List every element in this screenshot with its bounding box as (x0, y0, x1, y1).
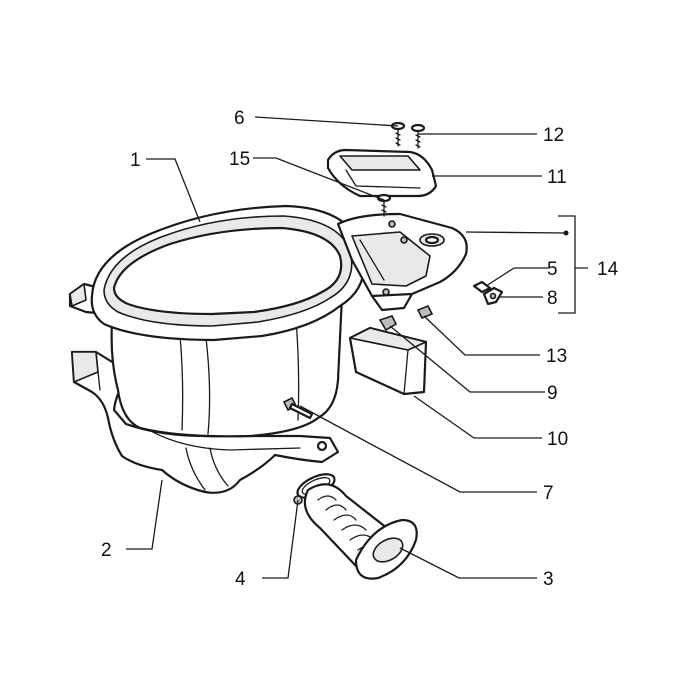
part-nut-8 (482, 286, 504, 306)
leader-13 (423, 315, 540, 356)
leader-15 (253, 157, 385, 201)
part-screw-12 (410, 123, 426, 149)
part-clip-9 (378, 315, 398, 332)
part-lid (326, 148, 438, 198)
leader-14-bracket (558, 215, 588, 314)
callout-2: 2 (101, 540, 112, 561)
leader-14-dot (563, 230, 569, 236)
part-bellows-hose (303, 483, 418, 580)
callout-7: 7 (543, 483, 554, 504)
callout-5: 5 (547, 259, 558, 280)
leader-14-pointer (465, 231, 567, 234)
leader-9 (389, 325, 545, 393)
part-helmet-bucket (68, 204, 366, 438)
part-screw-6 (390, 121, 406, 147)
callout-12: 12 (543, 125, 564, 146)
leader-7 (299, 405, 537, 493)
callout-13: 13 (546, 346, 567, 367)
leader-2 (126, 479, 163, 550)
callout-1: 1 (130, 150, 141, 171)
callout-3: 3 (543, 569, 554, 590)
leader-4 (262, 499, 299, 579)
callout-6: 6 (234, 108, 245, 129)
callout-10: 10 (547, 429, 568, 450)
leader-1 (146, 158, 201, 223)
leader-lines (126, 116, 588, 579)
part-pin-5 (472, 280, 492, 294)
part-bolt-7 (282, 396, 314, 420)
leader-3 (399, 547, 537, 579)
callout-9: 9 (547, 383, 558, 404)
callout-11: 11 (547, 167, 567, 188)
callout-14: 14 (597, 259, 619, 280)
leader-6 (254, 116, 399, 127)
callout-4: 4 (235, 569, 246, 590)
leader-10 (413, 395, 542, 439)
callout-8: 8 (547, 288, 558, 309)
callout-15: 15 (229, 149, 250, 170)
part-clip-13 (416, 304, 434, 320)
part-cover-plate (336, 212, 468, 312)
leader-5 (485, 267, 548, 287)
part-storage-box (348, 326, 428, 396)
callouts: 1 2 3 4 5 6 7 8 9 10 11 12 13 14 15 (101, 108, 619, 590)
